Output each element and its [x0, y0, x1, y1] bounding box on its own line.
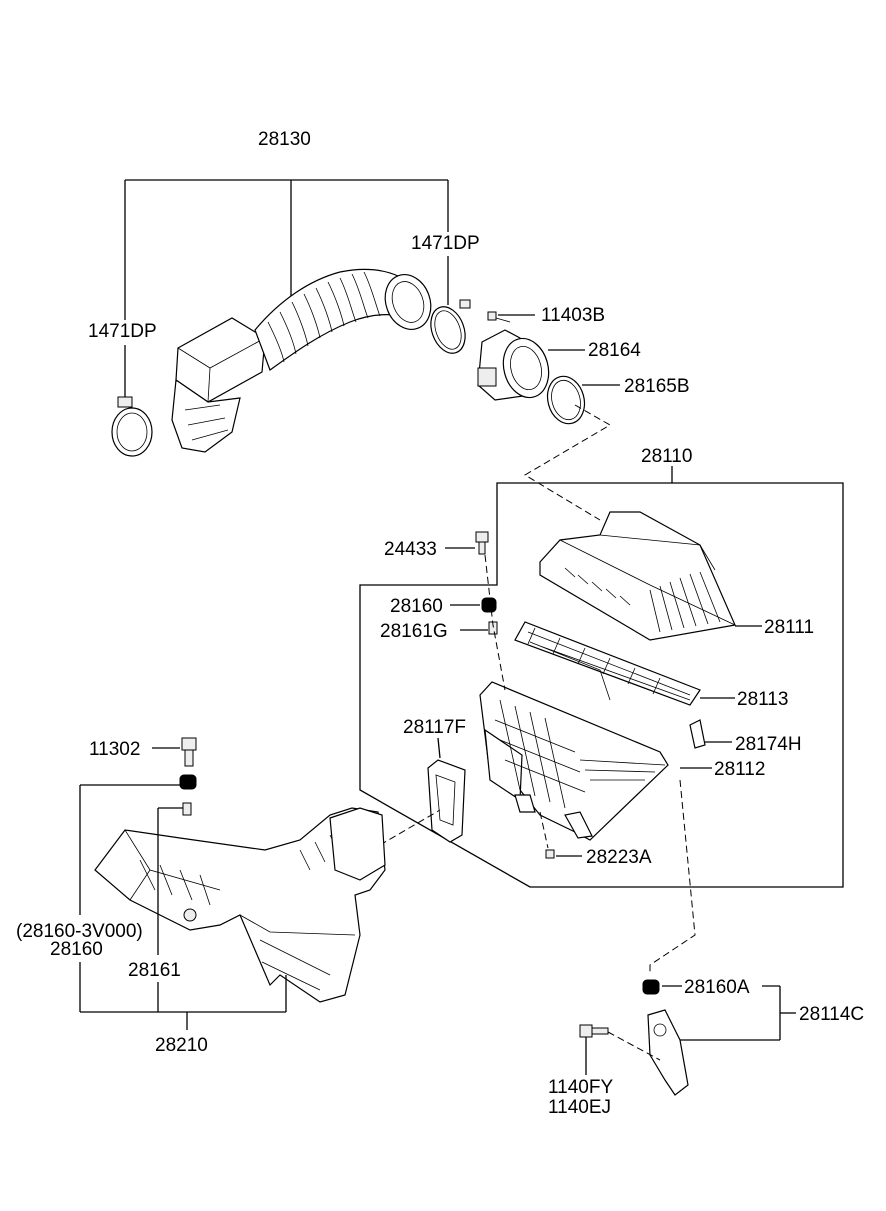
clip-28174h [689, 719, 732, 749]
label-28161: 28161 [128, 960, 181, 981]
grommet-28160a [642, 979, 682, 995]
bracket-28114c [647, 985, 796, 1096]
screw-28223a [539, 811, 582, 859]
label-1140ej: 1140EJ [548, 1097, 611, 1118]
label-11302: 11302 [89, 739, 140, 760]
label-28160-upper: 28160 [390, 596, 443, 617]
label-1471dp-top: 1471DP [411, 233, 480, 254]
label-28165b: 28165B [624, 376, 690, 397]
collar-28161 [182, 802, 192, 816]
label-28112: 28112 [714, 759, 765, 780]
label-28164: 28164 [588, 340, 641, 361]
hose-clamp-top [430, 299, 471, 354]
air-cleaner-cover-28111 [539, 511, 762, 641]
bolt-1140fy [579, 1024, 661, 1075]
label-28223a: 28223A [586, 847, 652, 868]
grommet-28160-upper [450, 597, 497, 613]
collar-28161g [460, 621, 498, 635]
screw-11403b [487, 311, 535, 323]
airflow-sensor-28164 [477, 329, 585, 401]
label-1471dp-left: 1471DP [88, 321, 157, 342]
bolt-24433 [445, 531, 489, 555]
label-28113: 28113 [737, 689, 788, 710]
label-11403b: 11403B [541, 305, 605, 326]
grommet-28160-lower [179, 774, 197, 790]
air-cleaner-body-28112 [479, 681, 712, 841]
label-28114c: 28114C [799, 1004, 864, 1025]
label-28160-lower: 28160 [50, 939, 103, 960]
filter-element-28113 [514, 621, 735, 706]
label-28110: 28110 [641, 446, 692, 467]
label-24433: 24433 [384, 539, 437, 560]
label-28161g: 28161G [380, 621, 448, 642]
bolt-11302 [152, 737, 197, 767]
leader-28130 [124, 179, 449, 400]
label-28111: 28111 [764, 617, 814, 638]
leader-28210 [79, 784, 287, 1030]
label-1140fy: 1140FY [548, 1077, 613, 1098]
label-28160a: 28160A [684, 977, 750, 998]
label-28130: 28130 [258, 129, 311, 150]
label-28117f: 28117F [403, 717, 466, 738]
hose-clamp-left [111, 396, 153, 457]
label-28160-note: (28160-3V000) [16, 921, 143, 942]
label-28210: 28210 [155, 1035, 208, 1056]
label-28174h: 28174H [735, 734, 802, 755]
resonator-duct-28210 [94, 807, 386, 1003]
duct-28117f [427, 737, 466, 843]
gasket-28165b [546, 375, 620, 425]
intake-hose-part [171, 268, 432, 453]
